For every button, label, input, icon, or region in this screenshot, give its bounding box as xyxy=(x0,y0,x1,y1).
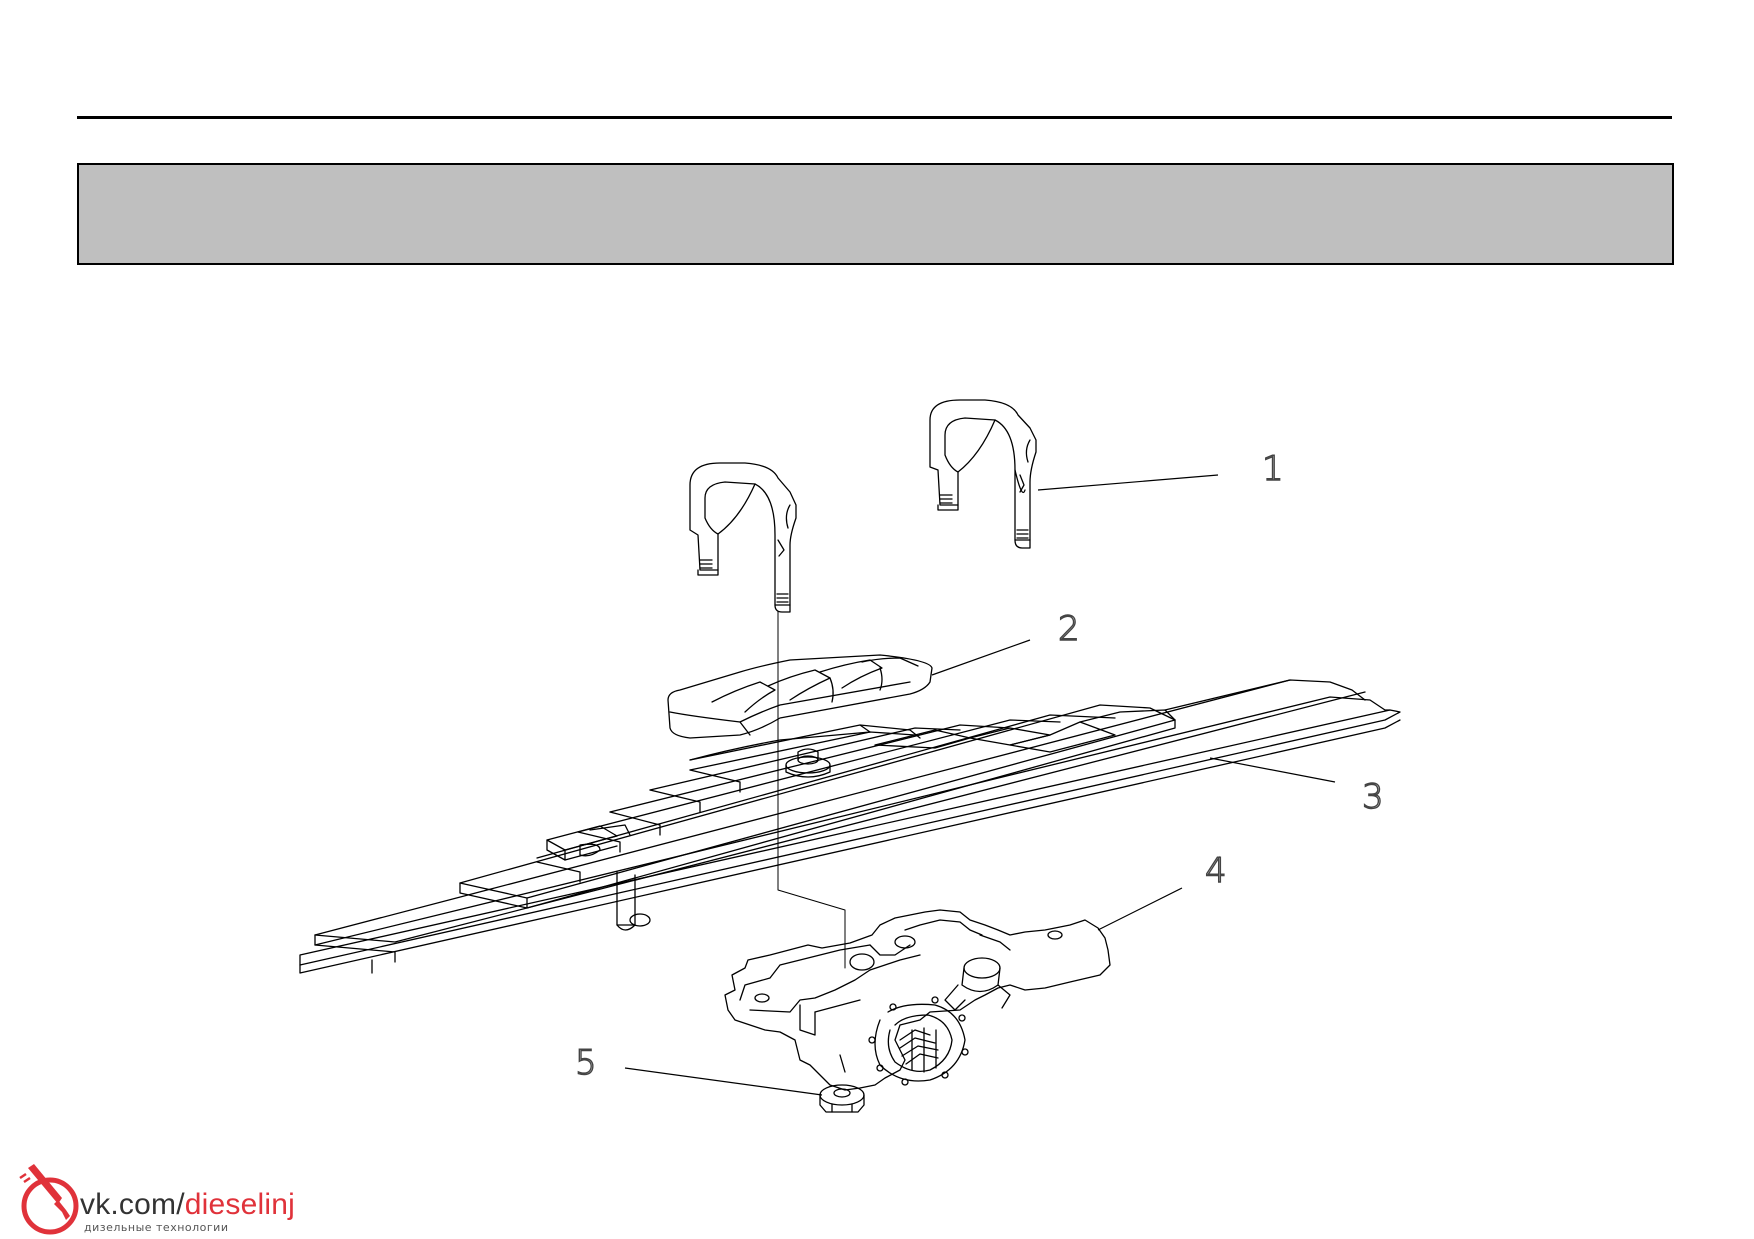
callout-4: 4 xyxy=(1205,851,1227,891)
u-bolt-right xyxy=(929,399,1037,549)
leader-4 xyxy=(1097,887,1183,931)
header-rule xyxy=(77,116,1672,119)
callout-3: 3 xyxy=(1362,777,1384,817)
watermark-brand-suffix: dieselinj xyxy=(184,1188,295,1221)
spring-pad xyxy=(667,654,933,739)
u-bolt-left xyxy=(689,462,797,613)
watermark-subtitle: дизельные технологии xyxy=(84,1221,229,1234)
callout-2: 2 xyxy=(1058,609,1080,649)
leader-1 xyxy=(1037,474,1219,491)
watermark-brand: vk.com/dieselinj xyxy=(80,1188,295,1222)
dieselinj-logo-icon xyxy=(19,1164,79,1235)
title-band xyxy=(77,163,1674,265)
assembly-guide-line xyxy=(777,611,846,969)
watermark-brand-prefix: vk.com/ xyxy=(80,1188,185,1221)
axle-spring-seat xyxy=(724,909,1111,1091)
leader-5 xyxy=(624,1067,823,1096)
callout-5: 5 xyxy=(575,1043,597,1083)
callout-1: 1 xyxy=(1262,449,1284,489)
leaf-spring xyxy=(299,679,1401,974)
leader-3 xyxy=(1209,757,1336,783)
leader-2 xyxy=(931,639,1031,676)
flange-nut xyxy=(819,1084,865,1113)
